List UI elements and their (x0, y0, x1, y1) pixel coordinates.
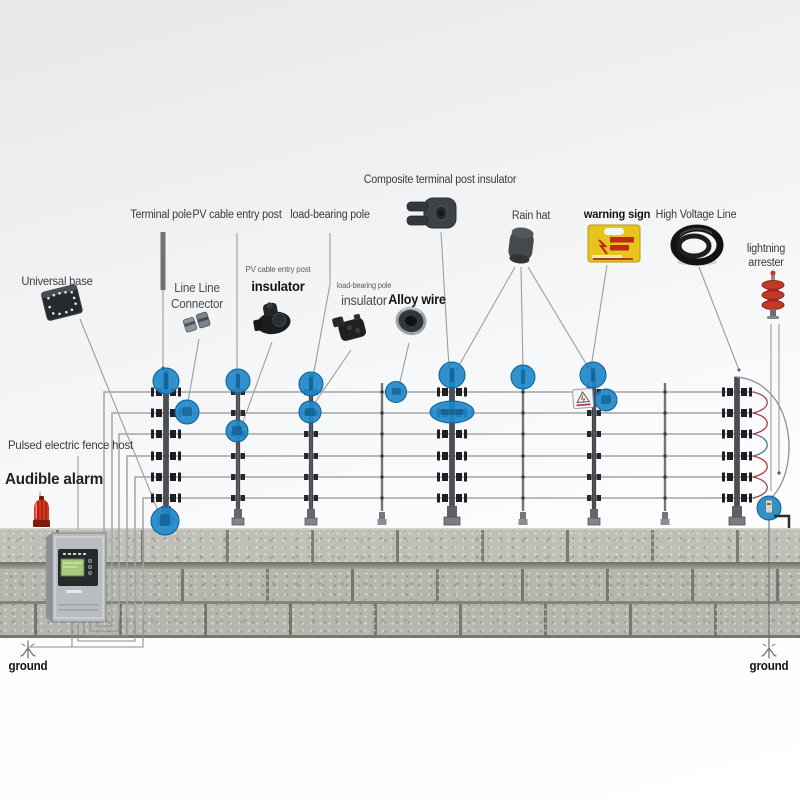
label-high-voltage-line: High Voltage Line (655, 209, 737, 221)
label-lb-insulator-small: load-bearing pole (336, 281, 392, 290)
audible-alarm-beacon (33, 496, 50, 527)
wall-mid-course (0, 569, 800, 604)
wall-top-course (0, 528, 800, 562)
jumper-wires (736, 376, 790, 499)
label-pv-insulator: insulator (251, 278, 305, 294)
label-connector: Connector (171, 296, 223, 311)
label-alloy-wire: Alloy wire (388, 292, 446, 307)
leader-dots (161, 365, 781, 475)
label-terminal-pole: Terminal pole (130, 209, 192, 221)
warning-sign-photo (587, 224, 641, 263)
installed-lightning-arrester (765, 499, 791, 528)
label-audible-alarm: Audible alarm (5, 471, 104, 488)
label-composite-terminal-post-insulator: Composite terminal post insulator (363, 174, 517, 186)
high-voltage-line-photo (670, 224, 724, 266)
pulsed-electric-fence-host-box (46, 532, 107, 623)
electric-fence-wires (103, 391, 755, 618)
fence-posts (163, 369, 740, 512)
host-wire-loops (28, 618, 144, 648)
wire-fittings (151, 387, 752, 503)
fence-warning-sign (572, 387, 595, 410)
rain-hat-photo (508, 227, 534, 264)
ground-rod-left (20, 640, 36, 659)
universal-base-photo (41, 284, 83, 321)
highlight-inner-marks (160, 368, 611, 526)
terminal-pole-photo (160, 232, 166, 290)
leader-lines (39, 231, 780, 530)
composite-terminal-post-insulator-photo (406, 197, 457, 229)
load-bearing-pole-insulator-photo (332, 313, 367, 341)
lightning-arrester-photo (761, 270, 785, 319)
label-warning-sign: warning sign (583, 207, 651, 221)
label-lightning-line1: lightning (746, 243, 786, 255)
label-lightning-line2: arrester (748, 257, 784, 270)
pv-cable-entry-post-insulator-photo (253, 302, 291, 335)
ground-rod-right (761, 640, 777, 659)
alloy-wire-photo (395, 306, 427, 336)
label-pv-insulator-small: PV cable entry post (245, 264, 311, 274)
post-bases (157, 505, 746, 526)
label-pv-cable-entry-post: PV cable entry post (192, 209, 282, 221)
wall (0, 528, 800, 638)
wall-bottom-course (0, 604, 800, 638)
label-lb-insulator: insulator (341, 293, 387, 308)
label-pulsed-host: Pulsed electric fence host (8, 438, 133, 452)
line-line-connector-photo (182, 311, 211, 333)
label-ground-right: ground (749, 659, 789, 673)
label-load-bearing-pole: load-bearing pole (290, 209, 370, 221)
label-lightning-arrester: lightning arrester (747, 242, 785, 271)
label-line-line-connector: Line Line Connector (171, 281, 223, 312)
wall-mortar-gap (0, 562, 800, 569)
label-line-line: Line Line (174, 281, 220, 295)
label-ground-left: ground (8, 659, 48, 673)
label-rain-hat: Rain hat (511, 210, 551, 222)
label-universal-base: Universal base (21, 274, 93, 288)
